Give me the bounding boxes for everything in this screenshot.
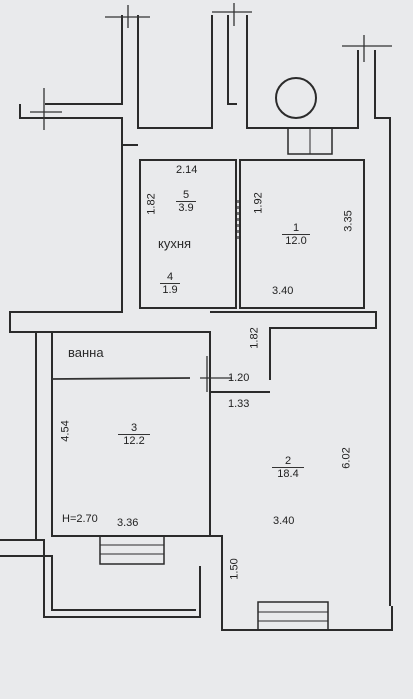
dim-6-02: 6.02 xyxy=(340,447,353,469)
wall-upper-left xyxy=(45,15,123,105)
kitchen-label: кухня xyxy=(158,236,192,251)
room-5-area: 3.9 xyxy=(178,202,194,214)
dim-4-54: 4.54 xyxy=(59,420,72,442)
dim-3-35: 3.35 xyxy=(342,210,355,232)
room-2-area: 18.4 xyxy=(277,468,299,480)
dim-1-50: 1.50 xyxy=(228,558,241,580)
dim-1-33: 1.33 xyxy=(228,398,250,410)
dim-3-40-top: 3.40 xyxy=(272,285,294,297)
dim-3-36: 3.36 xyxy=(117,517,139,529)
room-5-label: 5 3.9 xyxy=(176,189,196,214)
dim-3-40-bottom: 3.40 xyxy=(273,515,295,527)
wall-hall xyxy=(210,311,377,380)
room-1-number: 1 xyxy=(282,222,310,235)
room-4-number: 4 xyxy=(160,271,180,284)
room-3-number: 3 xyxy=(118,422,150,435)
room-3-label: 3 12.2 xyxy=(118,422,150,447)
door-balcony xyxy=(99,535,165,565)
wall-balcony-inner xyxy=(0,555,196,611)
bath-wall-line xyxy=(51,377,191,380)
wall-kitchen xyxy=(139,159,237,309)
wall-left-outer xyxy=(9,104,123,540)
wall-room1 xyxy=(239,159,365,309)
room-4-label: 4 1.9 xyxy=(160,271,180,296)
boiler-circle xyxy=(275,77,317,119)
wall-upper-right-b xyxy=(246,15,359,129)
room-1-label: 1 12.0 xyxy=(282,222,310,247)
dim-1-82-kitchen: 1.82 xyxy=(145,193,158,215)
wall-upper-left-inner xyxy=(137,15,213,129)
room-3-area: 12.2 xyxy=(123,435,145,447)
room-1-area: 12.0 xyxy=(285,235,307,247)
wall-room2 xyxy=(209,392,393,631)
window-bottom xyxy=(257,601,329,631)
room-2-number: 2 xyxy=(272,455,304,468)
dim-1-20: 1.20 xyxy=(228,372,250,384)
wall-upper-right xyxy=(227,15,237,105)
wall-right-outer xyxy=(374,50,391,606)
room-2-label: 2 18.4 xyxy=(272,455,304,480)
room-5-number: 5 xyxy=(176,189,196,202)
room-4-area: 1.9 xyxy=(162,284,178,296)
bath-label: ванна xyxy=(68,345,104,360)
wall-balcony xyxy=(0,539,201,618)
ceiling-height-label: H=2.70 xyxy=(62,513,98,525)
dim-1-92: 1.92 xyxy=(252,192,265,214)
dim-1-82-hall: 1.82 xyxy=(248,327,261,349)
dim-2-14: 2.14 xyxy=(176,164,198,176)
